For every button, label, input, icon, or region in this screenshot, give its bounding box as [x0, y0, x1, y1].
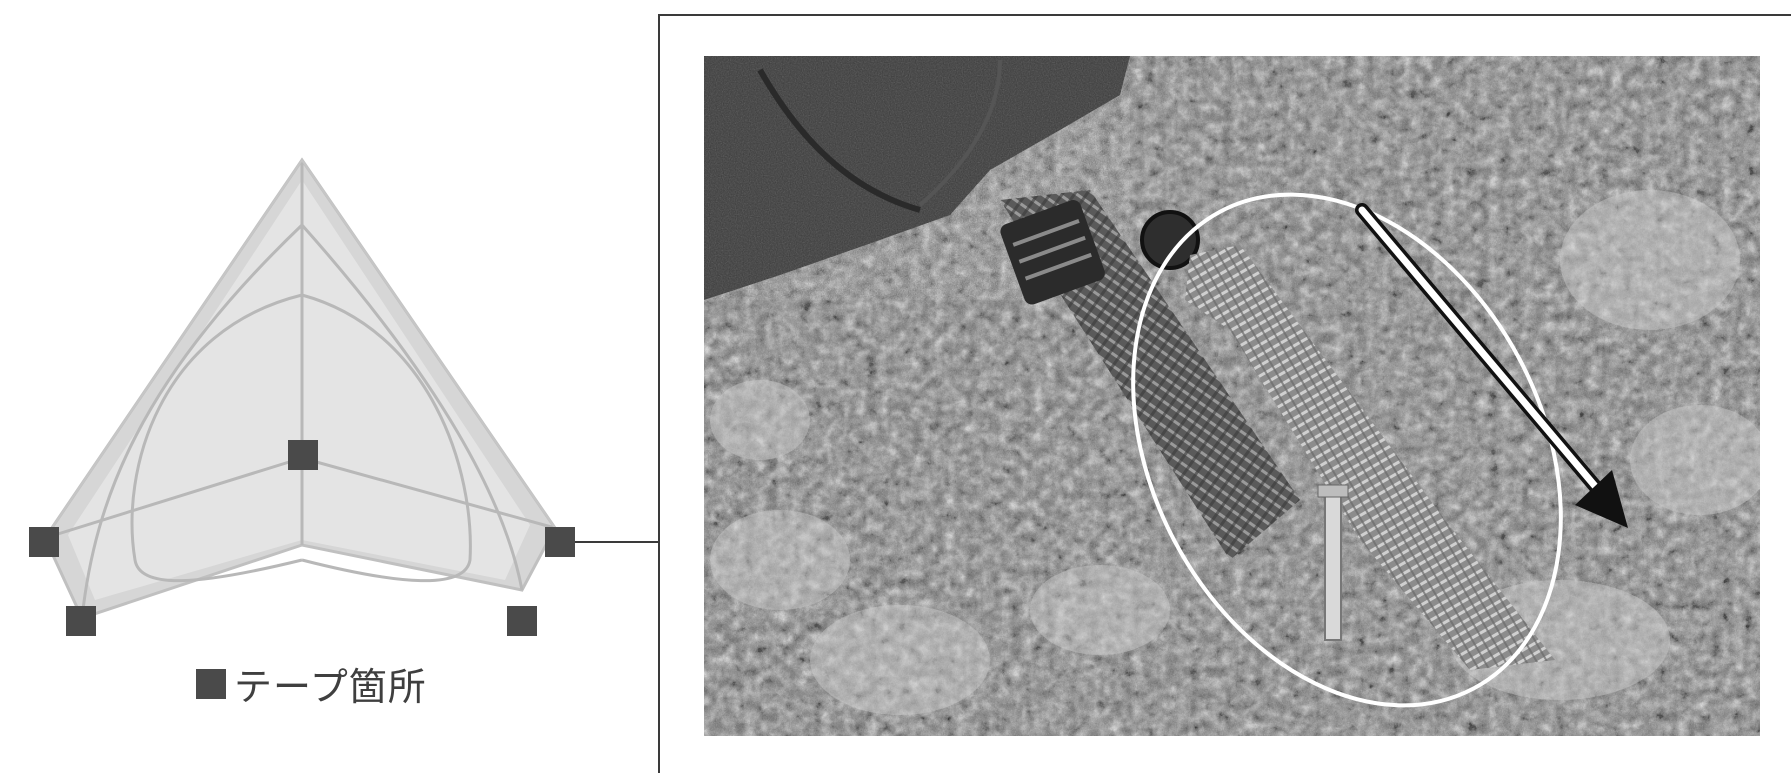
tent-illustration — [29, 160, 575, 636]
legend-label: テープ箇所 — [234, 656, 427, 711]
tape-marker-right — [545, 527, 575, 557]
tape-marker-legend-icon — [196, 669, 226, 699]
photo-stake-tape — [704, 56, 1770, 736]
legend: テープ箇所 — [196, 656, 427, 711]
tape-marker-bottom-left — [66, 606, 96, 636]
tape-marker-left — [29, 527, 59, 557]
tape-marker-bottom-right — [507, 606, 537, 636]
tape-marker-center — [288, 440, 318, 470]
